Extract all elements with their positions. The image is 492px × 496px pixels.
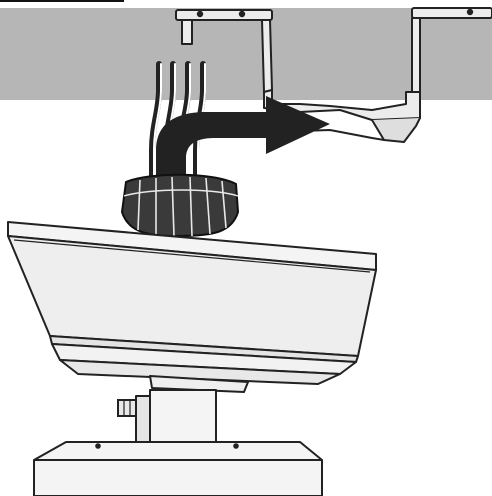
reference-line <box>0 0 124 2</box>
mounting-stem <box>135 375 249 447</box>
wire-collar <box>120 173 240 238</box>
mounting-bracket-right <box>411 7 492 93</box>
lower-housing <box>33 441 323 496</box>
set-screw <box>117 399 137 417</box>
ceiling <box>0 8 492 100</box>
direction-arrow <box>156 96 330 186</box>
fan-motor-housing <box>7 221 377 385</box>
